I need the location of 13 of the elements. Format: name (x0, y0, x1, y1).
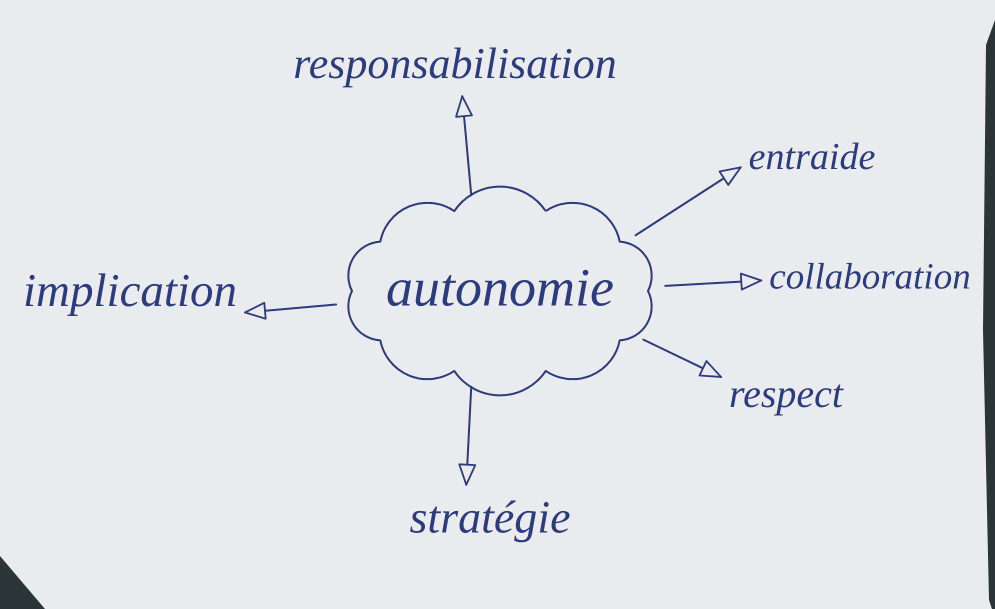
topic-label: collaboration (769, 258, 971, 298)
arrow (458, 386, 476, 486)
topic-label: implication (22, 266, 238, 318)
topic-label: stratégie (410, 492, 570, 544)
arrow (455, 95, 473, 196)
central-topic: autonomie (386, 258, 614, 318)
arrow (664, 272, 762, 290)
topic-label: responsabilisation (293, 40, 617, 88)
arrow (642, 338, 722, 378)
topic-label: entraide (748, 137, 876, 179)
arrow (634, 166, 742, 236)
topic-label: respect (728, 372, 844, 416)
arrow (244, 302, 338, 320)
